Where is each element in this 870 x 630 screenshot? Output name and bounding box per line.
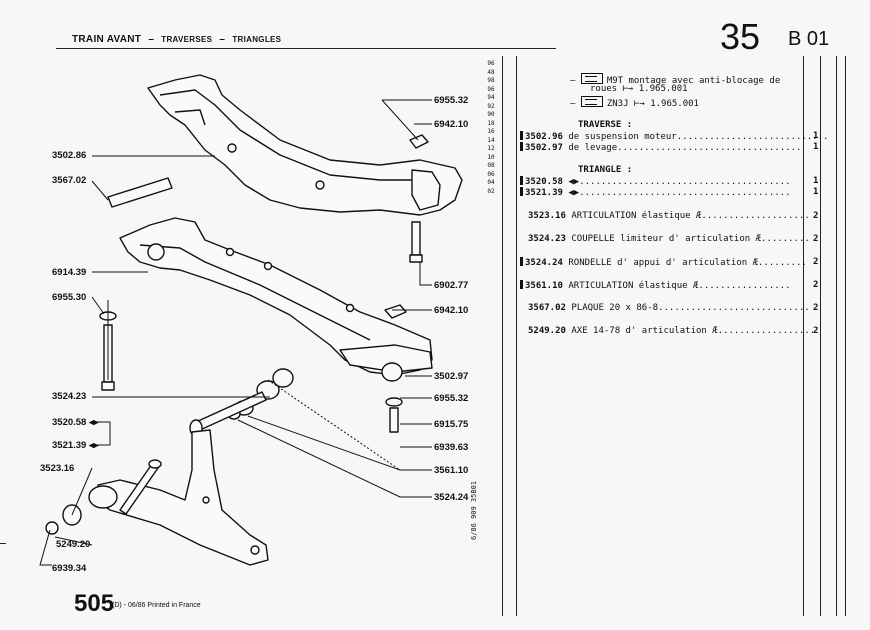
label-3502-97: 3502.97	[434, 371, 469, 382]
parts-row: 3502.97 de levage.......................…	[520, 142, 801, 153]
label-3502-86: 3502.86	[52, 150, 87, 161]
label-6939-34: 6939.34	[52, 563, 87, 574]
qty: 2	[813, 234, 819, 244]
section-number: 35	[720, 16, 761, 57]
qty: 2	[813, 280, 819, 290]
parts-row: 3502.96 de suspension moteur............…	[520, 131, 828, 142]
page-heading: TRAIN AVANT – TRAVERSES – TRIANGLES	[72, 34, 281, 45]
margin-tick	[0, 543, 6, 544]
column-divider	[845, 56, 846, 616]
parts-row: 3567.02 PLAQUE 20 x 86-8................…	[528, 303, 810, 313]
label-5249-20: 5249.20	[56, 539, 91, 550]
label-6915-75: 6915.75	[434, 419, 469, 430]
label-3567-02: 3567.02	[52, 175, 87, 186]
parts-row: 3520.58 ◀▶..............................…	[520, 176, 791, 187]
parts-row: 5249.20 AXE 14-78 d' articulation Æ.....…	[528, 326, 816, 336]
heading-sep: –	[219, 34, 226, 45]
label-6942-10-b: 6942.10	[434, 305, 469, 316]
label-6955-32: 6955.32	[434, 95, 469, 106]
traverse-heading: TRAVERSE :	[578, 120, 633, 130]
column-divider	[836, 56, 837, 616]
parts-row: 3524.24 RONDELLE d' appui d' articulatio…	[520, 257, 807, 268]
engine-icon	[580, 96, 603, 107]
heading-sub-triangles: TRIANGLES	[232, 35, 282, 44]
page-number: 505	[74, 590, 115, 617]
heading-sub-traverses: TRAVERSES	[161, 35, 213, 44]
qty: 2	[813, 303, 819, 313]
qty: 1	[813, 176, 819, 186]
label-6902-77: 6902.77	[434, 280, 469, 291]
column-divider	[502, 56, 503, 616]
qty: 1	[813, 187, 819, 197]
label-3521-39: 3521.39 ◂▸	[52, 440, 99, 451]
label-6942-10: 6942.10	[434, 119, 469, 130]
lower-arm-triangle	[94, 429, 269, 566]
label-3561-10: 3561.10	[434, 465, 469, 476]
label-6955-32-b: 6955.32	[434, 393, 469, 404]
parts-row: 3521.39 ◀▶..............................…	[520, 187, 791, 198]
column-divider	[516, 56, 517, 616]
column-divider	[820, 56, 821, 616]
label-6914-39: 6914.39	[52, 267, 87, 278]
note-line-1: – M9T montage avec anti-blocage de	[570, 73, 780, 86]
engine-icon	[580, 73, 603, 84]
bolt-5249-20	[195, 391, 267, 431]
parts-row: 3524.23 COUPELLE limiteur d' articulatio…	[528, 234, 810, 244]
label-6955-30: 6955.30	[52, 292, 87, 303]
heading-rule	[56, 48, 556, 49]
note-line-2: roues ⊢→ 1.965.001	[590, 84, 688, 94]
qty: 2	[813, 326, 819, 336]
parts-row: 3523.16 ARTICULATION élastique Æ........…	[528, 211, 810, 221]
side-code: 6/86 909 35B01	[470, 480, 478, 540]
label-3524-23: 3524.23	[52, 391, 87, 402]
bolt-6902-77	[411, 221, 421, 256]
parts-row: 3561.10 ARTICULATION élastique Æ........…	[520, 280, 791, 291]
label-3523-16: 3523.16	[40, 463, 75, 474]
column-divider	[803, 56, 804, 616]
note-line-3: – ZN3J ⊢→ 1.965.001	[570, 96, 699, 109]
plate-3567-02	[107, 177, 173, 208]
label-3520-58: 3520.58 ◂▸	[52, 417, 99, 428]
triangle-heading: TRIANGLE :	[578, 165, 633, 175]
heading-main: TRAIN AVANT	[72, 34, 142, 45]
label-6939-63: 6939.63	[434, 442, 469, 453]
print-info: (D) - 06/86 Printed in France	[112, 602, 201, 609]
label-3524-24: 3524.24	[434, 492, 469, 503]
qty: 1	[813, 142, 819, 152]
heading-sep: –	[148, 34, 155, 45]
qty: 1	[813, 131, 819, 141]
row-index-column: 96 48 98 96 94 92 90 18 16 14 12 10 08 0…	[487, 60, 495, 195]
qty: 2	[813, 211, 819, 221]
section-code: B 01	[788, 28, 830, 50]
exploded-view-diagram	[39, 74, 463, 566]
qty: 2	[813, 257, 819, 267]
